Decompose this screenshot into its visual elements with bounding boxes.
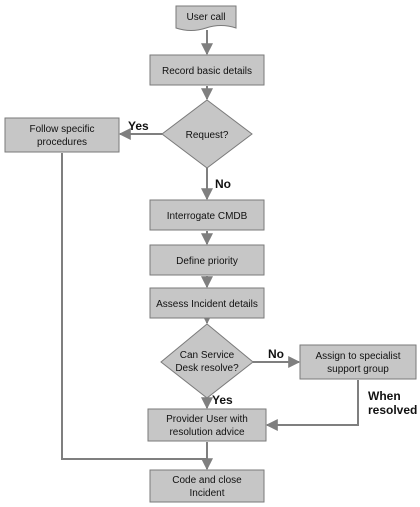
node-record: Record basic details	[149, 54, 265, 86]
connectors	[61, 30, 359, 471]
edge-label-resolve-no: No	[268, 347, 284, 361]
node-assign-label-1: Assign to specialist	[315, 351, 400, 362]
arrow-assign-provide	[265, 380, 359, 431]
node-can-resolve-label-2: Desk resolve?	[175, 363, 239, 374]
node-assess-incident: Assess Incident details	[149, 287, 265, 319]
node-assess-label: Assess Incident details	[156, 299, 258, 310]
node-assign-label-2: support group	[327, 364, 389, 375]
node-follow-procedures: Follow specific procedures	[4, 117, 120, 153]
node-priority-label: Define priority	[176, 256, 238, 267]
node-request-label: Request?	[186, 130, 229, 141]
node-follow-label-2: procedures	[37, 137, 87, 148]
edge-label-when-resolved-1: When	[368, 389, 401, 403]
node-record-label: Record basic details	[162, 66, 252, 77]
node-close-label-2: Incident	[189, 488, 224, 499]
edge-label-when-resolved-2: resolved	[368, 403, 417, 417]
node-provide-resolution: Provider User with resolution advice	[147, 408, 267, 442]
node-interrogate-cmdb: Interrogate CMDB	[149, 199, 265, 231]
node-provide-label-1: Provider User with	[166, 414, 248, 425]
node-interrogate-label: Interrogate CMDB	[167, 211, 248, 222]
edge-label-request-no: No	[215, 177, 231, 191]
node-follow-label-1: Follow specific	[29, 124, 94, 135]
node-assign-specialist: Assign to specialist support group	[299, 344, 417, 380]
node-close-incident: Code and close Incident	[149, 469, 265, 503]
node-close-label-1: Code and close	[172, 475, 242, 486]
node-user-call-label: User call	[187, 12, 226, 23]
edge-label-request-yes: Yes	[128, 119, 149, 133]
node-can-resolve-decision: Can Service Desk resolve?	[160, 323, 254, 399]
edge-label-resolve-yes: Yes	[212, 393, 233, 407]
arrow-follow-provide	[61, 153, 207, 460]
node-user-call: User call	[175, 5, 237, 31]
node-can-resolve-label-1: Can Service	[180, 350, 235, 361]
node-provide-label-2: resolution advice	[169, 427, 244, 438]
node-request-decision: Request?	[161, 99, 253, 169]
node-define-priority: Define priority	[149, 244, 265, 276]
